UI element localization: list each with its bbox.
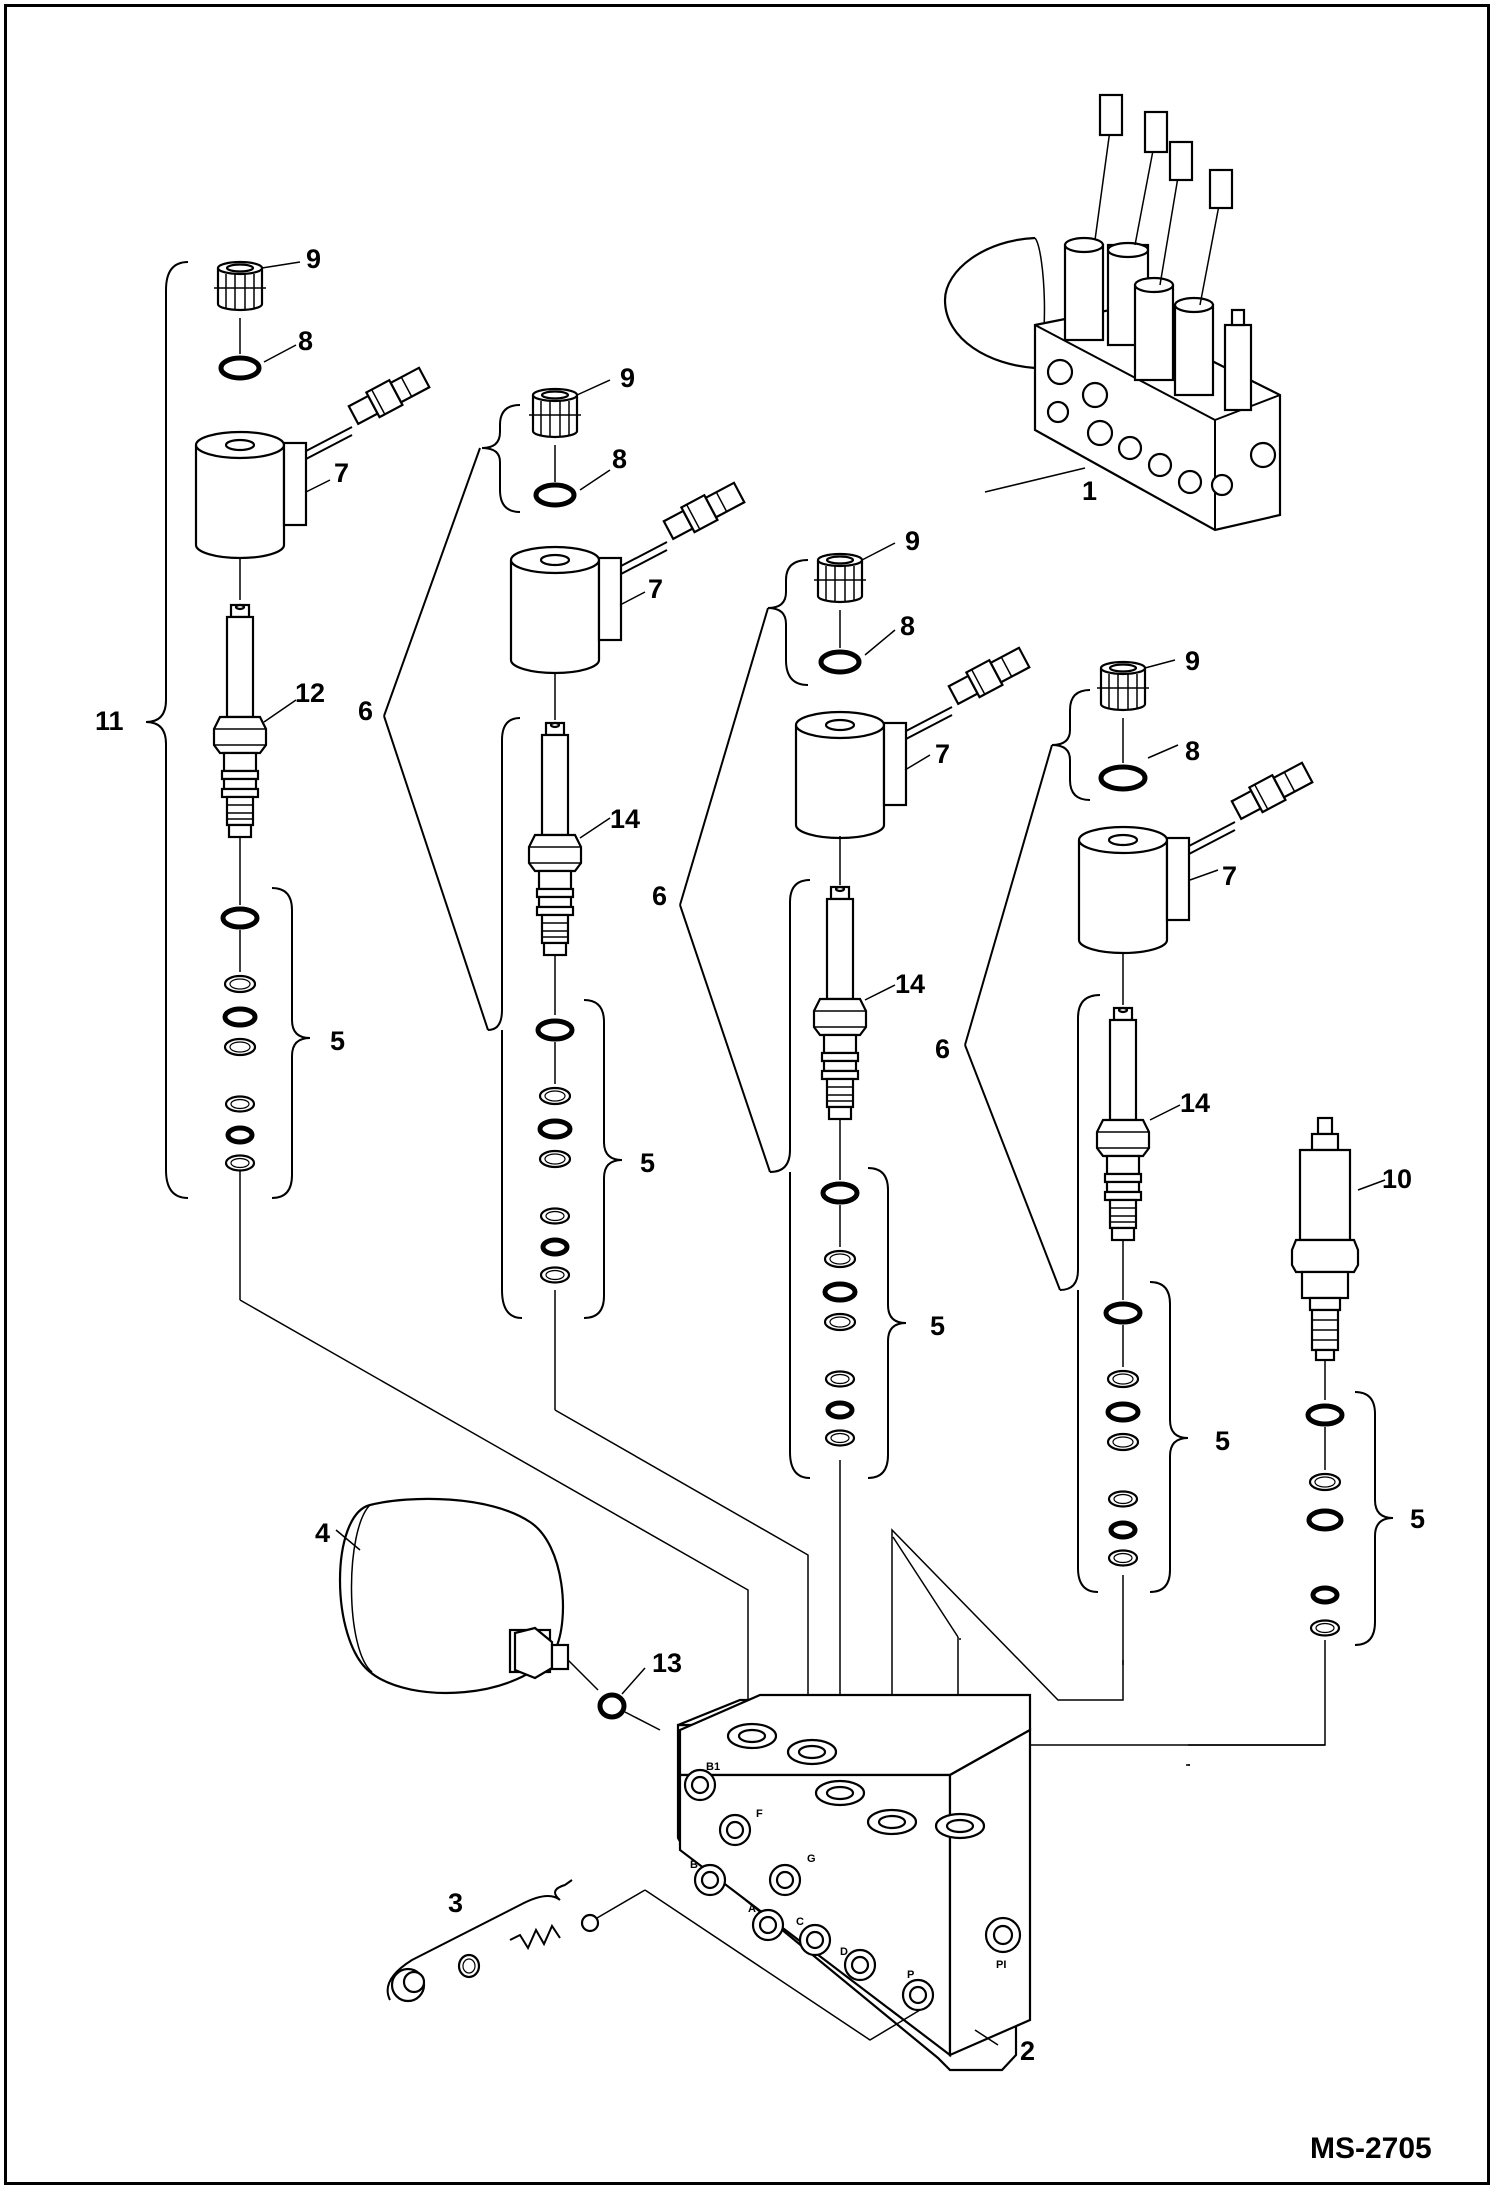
- callout-9c: 9: [905, 526, 920, 556]
- callout-5c: 5: [930, 1311, 945, 1341]
- port-label-g: G: [807, 1853, 816, 1865]
- callout-2: 2: [1020, 2036, 1035, 2066]
- callout-8a: 8: [298, 326, 313, 356]
- callout-12: 12: [295, 678, 325, 708]
- callout-9b: 9: [620, 363, 635, 393]
- o-ring-8c: [818, 649, 862, 675]
- callout-5d: 5: [1215, 1426, 1230, 1456]
- callout-8c: 8: [900, 611, 915, 641]
- plug-kit-3: [386, 1879, 921, 2041]
- valve-assembly-6a: [481, 379, 747, 1410]
- manifold-block-2: B1 F G B A C D P PI: [676, 1693, 1032, 2072]
- callout-6a: 6: [358, 696, 373, 726]
- o-ring-8a: [218, 355, 262, 381]
- port-label-a: A: [748, 1903, 756, 1915]
- o-ring-8b: [533, 482, 577, 508]
- callout-labels: 9 8 7 12 11 5 9 8 7 6 14 5 9 8 7 6 14 5 …: [95, 244, 1432, 2165]
- valve-assembly-6c: [1051, 659, 1315, 1665]
- callout-1: 1: [1082, 476, 1097, 506]
- drawing-frame: [4, 4, 1490, 2185]
- callout-4: 4: [315, 1518, 330, 1548]
- callout-6c: 6: [935, 1034, 950, 1064]
- callout-13: 13: [652, 1648, 682, 1678]
- callout-5a: 5: [330, 1026, 345, 1056]
- drawing-code: MS-2705: [1310, 2132, 1432, 2165]
- callout-7b: 7: [648, 574, 663, 604]
- callout-3: 3: [448, 1888, 463, 1918]
- callout-5b: 5: [640, 1148, 655, 1178]
- o-ring-8d: [1098, 764, 1148, 792]
- port-label-f: F: [756, 1808, 763, 1820]
- port-label-d: D: [840, 1946, 848, 1958]
- callout-5e: 5: [1410, 1504, 1425, 1534]
- port-label-b: B: [690, 1859, 698, 1871]
- callout-7d: 7: [1222, 861, 1237, 891]
- callout-7c: 7: [935, 739, 950, 769]
- callout-14a: 14: [610, 804, 640, 834]
- relief-valve-10: [1290, 1116, 1394, 1702]
- valve-bank-assembly-1: [943, 93, 1282, 532]
- valve-assembly-6b: [767, 542, 1032, 1650]
- callout-14c: 14: [1180, 1088, 1210, 1118]
- callout-9a: 9: [306, 244, 321, 274]
- accumulator-4: [335, 1497, 661, 1731]
- port-label-b1: B1: [706, 1761, 720, 1773]
- callout-8b: 8: [612, 444, 627, 474]
- callout-8d: 8: [1185, 736, 1200, 766]
- group-lines-6: [383, 447, 1061, 1291]
- port-label-p: P: [907, 1969, 914, 1981]
- callout-11: 11: [95, 706, 124, 736]
- o-ring-13: [597, 1692, 627, 1720]
- port-label-pi: PI: [996, 1959, 1006, 1971]
- callout-7a: 7: [334, 458, 349, 488]
- callout-9d: 9: [1185, 646, 1200, 676]
- valve-assembly-11: [145, 260, 432, 1300]
- callout-14b: 14: [895, 969, 925, 999]
- callout-6b: 6: [652, 881, 667, 911]
- callout-10: 10: [1382, 1164, 1412, 1194]
- port-label-c: C: [796, 1916, 804, 1928]
